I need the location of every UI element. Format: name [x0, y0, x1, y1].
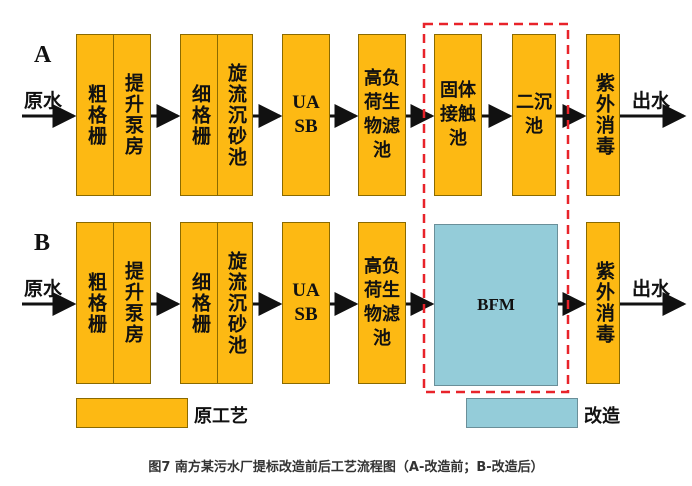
legend-modified-swatch	[466, 398, 578, 428]
b-bfm-label: BFM	[477, 295, 515, 314]
b-coarse-screen-node: 粗格栅	[76, 222, 114, 384]
a-uv-node: 紫外消毒	[586, 34, 620, 196]
legend-original-swatch	[76, 398, 188, 428]
a-lift-pump-node: 提升泵房	[113, 34, 151, 196]
b-hl-filter-label: 高负荷生物滤池	[364, 256, 400, 349]
a-secondary-clarifier-label: 二沉池	[516, 92, 552, 137]
row-b-label: B	[34, 230, 51, 256]
b-bfm-node: BFM	[434, 224, 558, 386]
a-coarse-screen-node: 粗格栅	[76, 34, 114, 196]
b-hl-filter-node: 高负荷生物滤池	[358, 222, 406, 384]
b-uasb-label: UASB	[292, 280, 320, 325]
b-lift-pump-node: 提升泵房	[113, 222, 151, 384]
b-lift-pump-label: 提升泵房	[121, 261, 144, 345]
a-secondary-clarifier-node: 二沉池	[512, 34, 556, 196]
a-vortex-grit-label: 旋流沉砂池	[224, 62, 247, 168]
a-lift-pump-label: 提升泵房	[121, 73, 144, 157]
b-vortex-grit-label: 旋流沉砂池	[224, 250, 247, 356]
b-coarse-screen-label: 粗格栅	[84, 271, 107, 335]
row-a-inlet-label: 原水	[24, 90, 63, 112]
row-b-outlet-label: 出水	[632, 278, 671, 300]
b-uasb-node: UASB	[282, 222, 330, 384]
a-contact-tank-node: 固体接触池	[434, 34, 482, 196]
b-uv-node: 紫外消毒	[586, 222, 620, 384]
a-vortex-grit-node: 旋流沉砂池	[217, 34, 253, 196]
row-a-outlet-label: 出水	[632, 90, 671, 112]
legend-modified-label: 改造	[584, 406, 620, 427]
a-hl-filter-node: 高负荷生物滤池	[358, 34, 406, 196]
row-a-label: A	[34, 42, 52, 68]
b-fine-screen-node: 细格栅	[180, 222, 218, 384]
legend-original-label: 原工艺	[194, 406, 248, 427]
a-uasb-node: UASB	[282, 34, 330, 196]
a-fine-screen-node: 细格栅	[180, 34, 218, 196]
row-b-inlet-label: 原水	[24, 278, 63, 300]
a-uasb-label: UASB	[292, 92, 320, 137]
b-fine-screen-label: 细格栅	[188, 271, 211, 335]
a-hl-filter-label: 高负荷生物滤池	[364, 68, 400, 161]
a-contact-tank-label: 固体接触池	[440, 80, 476, 149]
a-fine-screen-label: 细格栅	[188, 83, 211, 147]
modified-section-highlight	[422, 22, 570, 394]
a-coarse-screen-label: 粗格栅	[84, 83, 107, 147]
a-uv-label: 紫外消毒	[592, 73, 615, 157]
figure-caption: 图7 南方某污水厂提标改造前后工艺流程图（A-改造前；B-改造后）	[148, 460, 544, 475]
b-vortex-grit-node: 旋流沉砂池	[217, 222, 253, 384]
b-uv-label: 紫外消毒	[592, 261, 615, 345]
